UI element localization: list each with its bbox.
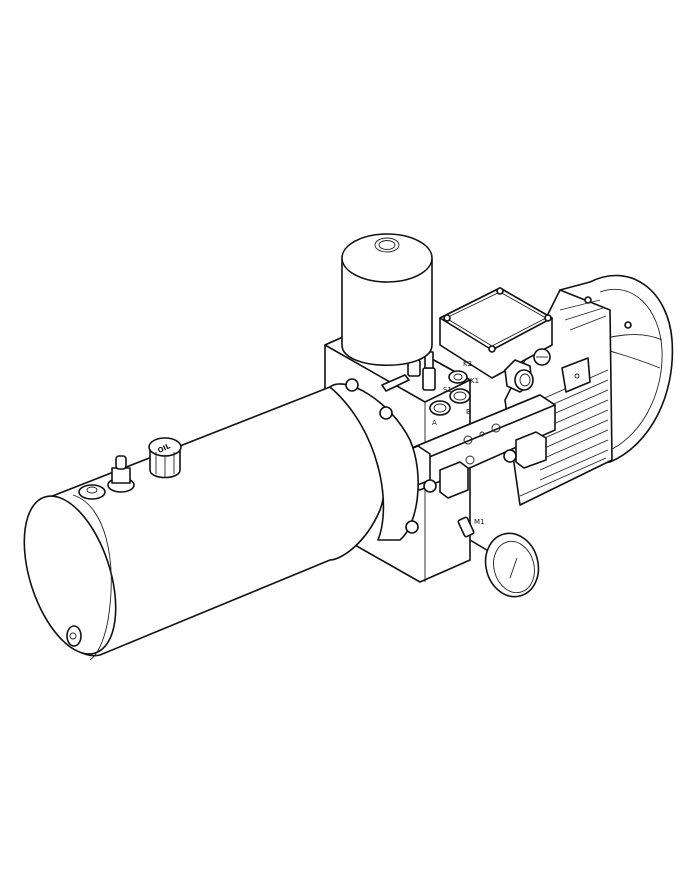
port-k2-label: K2 xyxy=(463,360,472,368)
port-a-label: A xyxy=(432,419,437,427)
pressure-gauge: M1 xyxy=(457,516,540,598)
terminal-box xyxy=(439,287,553,393)
oil-tank: OIL xyxy=(23,378,419,661)
gauge-port-label: M1 xyxy=(474,518,485,526)
port-k1-label: K1 xyxy=(470,377,479,385)
return-filter xyxy=(341,233,433,367)
port-b-label: B xyxy=(466,408,471,416)
port-s1-label: S1 xyxy=(443,386,452,394)
